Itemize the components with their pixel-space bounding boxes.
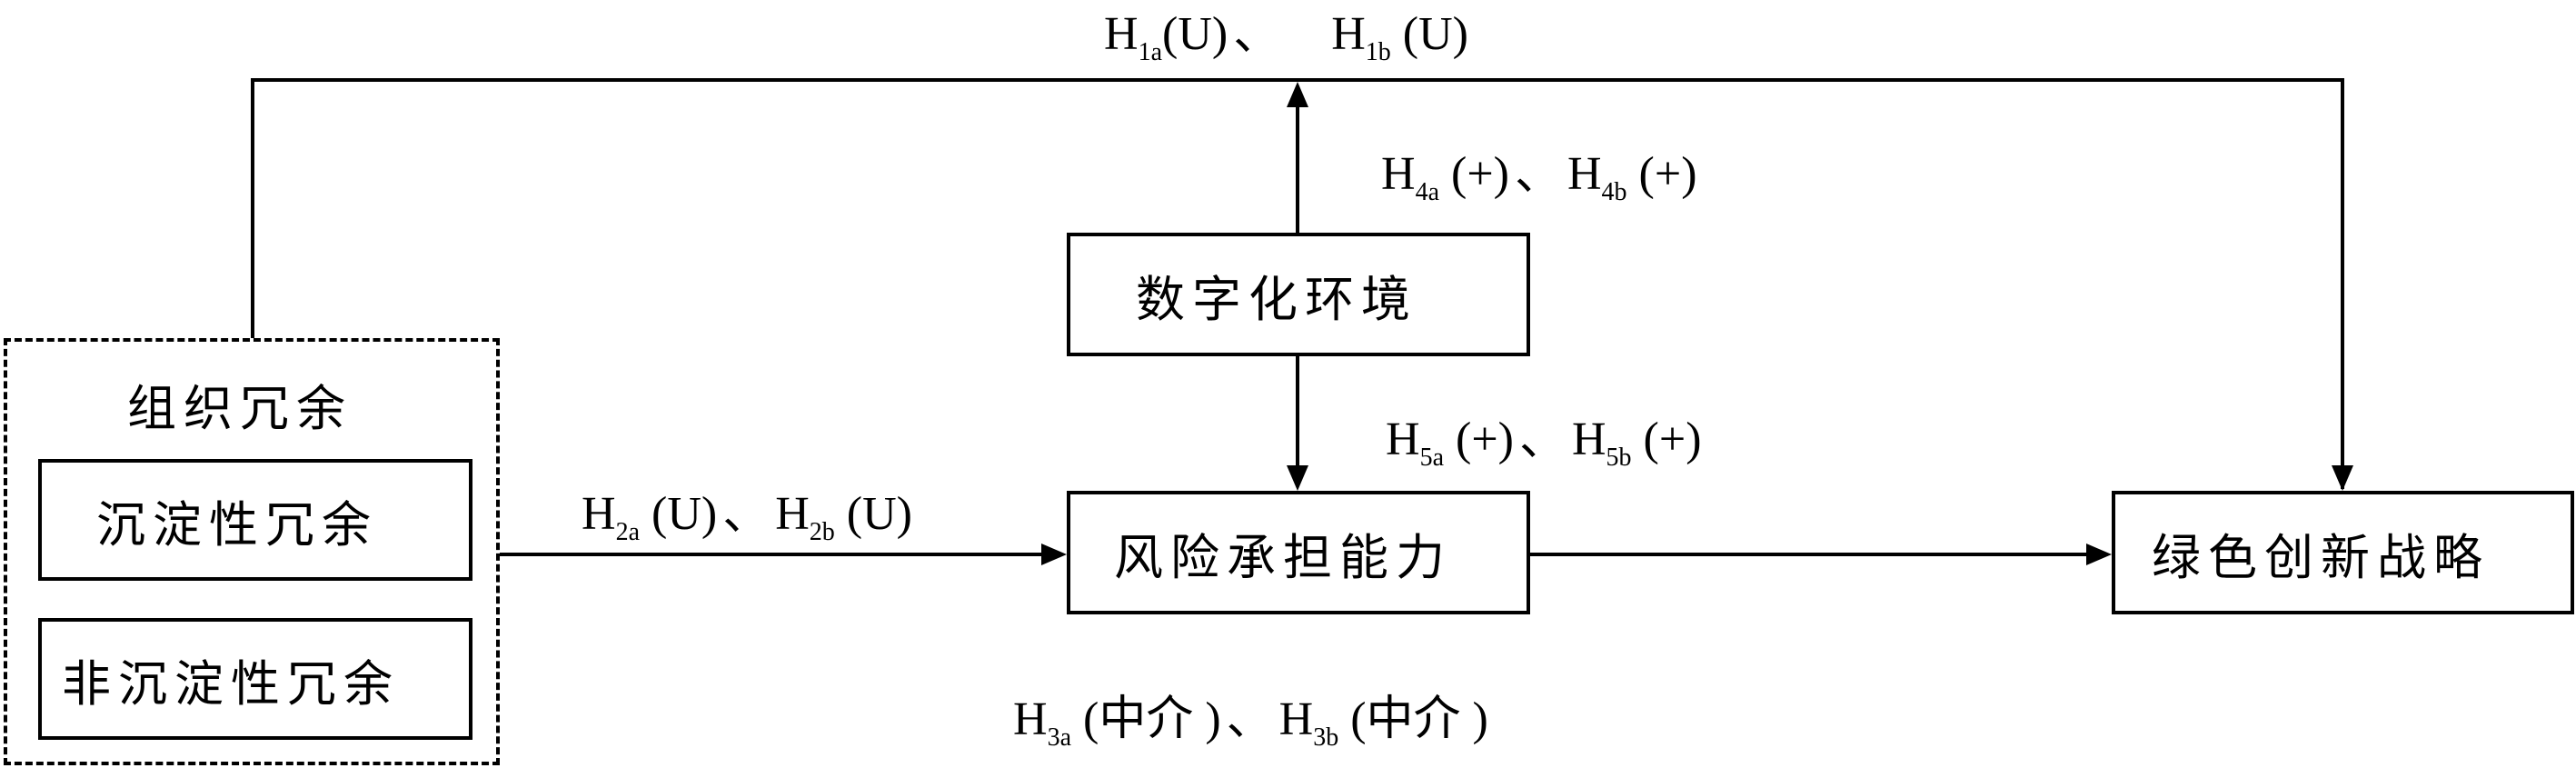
hypothesis-h4-label: H4a (+)、H4b (+) [1381,148,1697,206]
absorbed-redundancy-box: 沉淀性冗余 [38,459,472,581]
edge-h5-arrowhead [1287,465,1308,491]
org-redundancy-group [4,338,500,765]
hypothesis-h1-label: H1a(U)、H1b (U) [1104,8,1468,66]
green-innovation-box: 绿色创新战略 [2112,491,2574,614]
edge-h4-arrowhead [1287,82,1308,107]
unabsorbed-redundancy-box: 非沉淀性冗余 [38,618,472,740]
edge-h1-path [251,78,2344,489]
digital-environment-box: 数字化环境 [1067,233,1530,356]
green-innovation-label: 绿色创新战略 [2152,528,2490,586]
hypothesis-h3-label: H3a (中介 )、H3b (中介 ) [1013,693,1488,752]
risk-capacity-label: 风险承担能力 [1114,528,1452,586]
hypothesis-h2-label: H2a (U)、H2b (U) [582,488,912,546]
digital-environment-label: 数字化环境 [1136,270,1417,328]
org-redundancy-title: 组织冗余 [127,380,353,437]
edge-h2-arrowhead [1041,544,1067,565]
edge-h3-arrowhead [2086,544,2112,565]
risk-capacity-box: 风险承担能力 [1067,491,1530,614]
hypothesis-h5-label: H5a (+)、H5b (+) [1386,414,1702,472]
absorbed-redundancy-label: 沉淀性冗余 [96,495,378,554]
edge-h1-arrowhead [2332,465,2353,491]
unabsorbed-redundancy-label: 非沉淀性冗余 [62,654,400,713]
